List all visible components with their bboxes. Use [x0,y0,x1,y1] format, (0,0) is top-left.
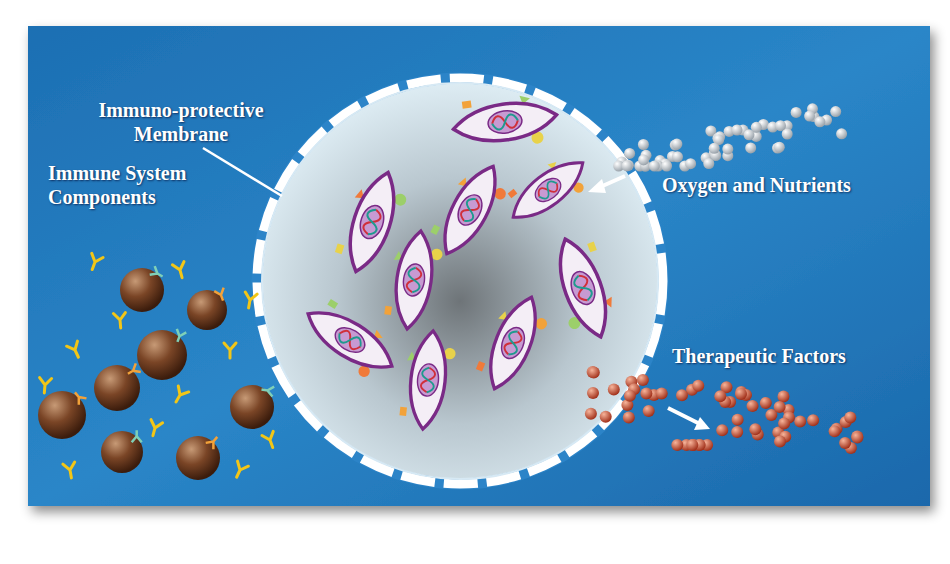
therapeutic-particle [686,439,698,451]
therapeutic-particle [807,414,819,426]
therapeutic-particle [587,387,599,399]
antibody [63,462,77,479]
therapeutic-particle [774,401,786,413]
therapeutic-particle [640,387,652,399]
therapeutic-particle [778,391,790,403]
oxygen-particle [830,106,841,117]
oxygen-particle [722,144,733,155]
therapeutic-particle [716,424,728,436]
therapeutic-particle [749,423,761,435]
therapeutic-particle [588,367,600,379]
antibody [38,378,51,394]
label-text: Oxygen and Nutrients [662,173,912,197]
antibody [87,253,103,271]
oxygen-particle [804,111,815,122]
oxygen-particle [774,142,785,153]
oxygen-particle [709,143,720,154]
cell [398,328,457,431]
oxygen-particle [622,160,633,171]
receptor [214,288,228,303]
receptor [71,389,86,405]
antibody [224,343,236,358]
oxygen-particle [744,129,755,140]
therapeutic-particle [643,405,655,417]
receptor [132,430,142,442]
therapeutic-particle [600,411,612,423]
cell [450,89,560,155]
cell [541,230,625,346]
therapeutic-particle [747,400,759,412]
cell [425,155,515,265]
antibody [243,292,257,309]
oxygen-particle [745,142,756,153]
cell [472,288,555,398]
oxygen-particle [775,120,786,131]
label-text: Immune System Components [48,161,226,209]
oxygen-particle [638,154,649,165]
antibody [231,461,248,480]
antibody [113,313,126,329]
therapeutic-particle [714,390,726,402]
therapeutic-particle [585,408,597,420]
receptor [261,385,275,397]
receptor [173,329,187,344]
oxygen-particle [649,161,660,172]
oxygen-particle [814,116,825,127]
therapeutic-particle [778,417,790,429]
receptor [206,434,221,450]
therapeutic-particle [735,388,747,400]
immune-cell [101,431,143,473]
therapeutic-particle [731,426,743,438]
antibody [67,341,84,360]
oxygen-particle [624,148,635,159]
therapeutic-particle [774,435,786,447]
label-text: Immuno-protective Membrane [92,98,270,146]
therapeutic-particle [844,411,856,423]
cell [383,228,446,333]
therapeutic-particle [829,425,841,437]
therapeutic-particle [676,389,688,401]
oxygen-particle [732,125,743,136]
therapeutic-particle [851,432,863,444]
oxygen-particle [638,139,649,150]
oxygen-particle [661,161,672,172]
immune-cell [230,385,274,429]
therapeutic-particle [732,414,744,426]
therapeutic-particle [637,374,649,386]
therapeutic-particle [794,415,806,427]
cell [295,293,405,387]
oxygen-particle [672,151,683,162]
therapeutic-particle [624,390,636,402]
therapeutic-particle [671,439,683,451]
antibody [172,262,187,280]
oxygen-particle [791,107,802,118]
receptor [125,363,140,378]
oxygen-particle [685,158,696,169]
therapeutic-particle [656,387,668,399]
antibody [262,431,278,449]
therapeutic-particle [623,411,635,423]
label-text: Therapeutic Factors [672,344,912,368]
receptor [150,266,165,281]
antibody [171,386,189,405]
therapeutic-particle [692,380,704,392]
antibody [147,420,162,438]
oxygen-particle [836,128,847,139]
therapeutic-particle [760,397,772,409]
oxygen-particle [671,139,682,150]
therapeutic-particle [608,383,620,395]
therapeutic-particle [839,437,851,449]
cell [500,145,597,234]
